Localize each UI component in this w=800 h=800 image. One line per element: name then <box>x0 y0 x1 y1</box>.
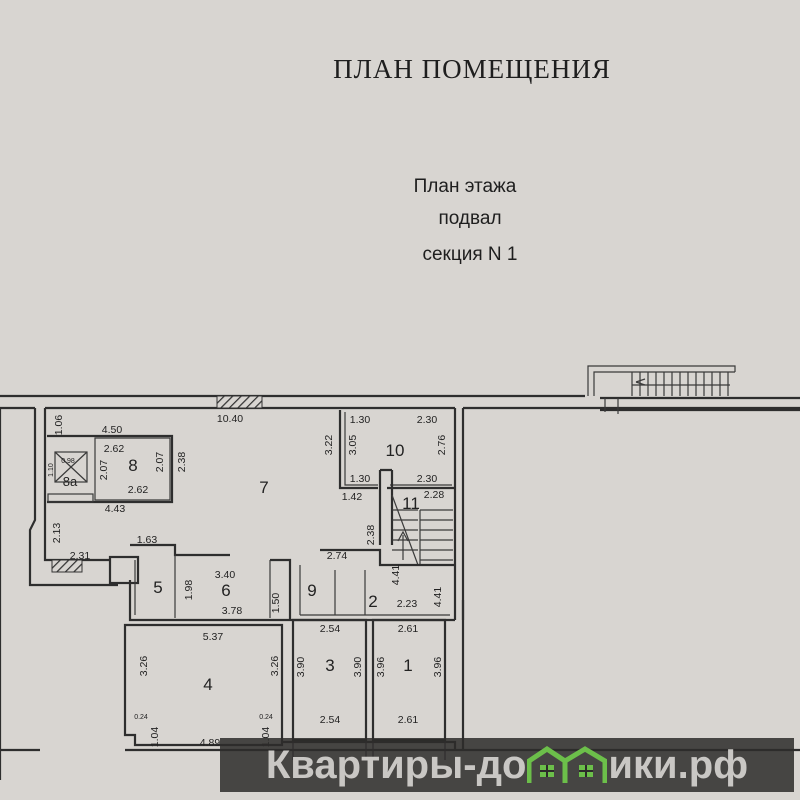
plan-title: ПЛАН ПОМЕЩЕНИЯ <box>333 54 611 84</box>
room-6-label: 6 <box>221 581 230 600</box>
subtitle-basement: подвал <box>438 208 501 229</box>
dimension: 3.40 <box>215 569 236 581</box>
dimension: 3.90 <box>295 657 307 678</box>
dimension: 2.62 <box>128 484 149 496</box>
dimension: 3.78 <box>222 605 243 617</box>
dimension: 1.04 <box>149 727 161 748</box>
room-8a-label: 8а <box>63 474 78 489</box>
dimension: 3.96 <box>432 657 444 678</box>
watermark-banner: Квартиры-до ики.рф <box>220 738 794 792</box>
room-3-label: 3 <box>325 656 334 675</box>
room-10-label: 10 <box>386 441 405 460</box>
dimension: 5.37 <box>203 631 224 643</box>
dimension: 3.26 <box>138 656 150 677</box>
dimension: 4.43 <box>105 503 126 515</box>
dimension: 3.05 <box>347 435 359 456</box>
watermark-text-end: ики.рф <box>608 742 749 787</box>
room-11-label: 11 <box>402 494 420 513</box>
dimension: 2.30 <box>417 473 438 485</box>
dimension: 2.62 <box>104 443 125 455</box>
dimension: 1.10 <box>48 463 55 477</box>
room-8-label: 8 <box>128 456 137 475</box>
dimension: 2.38 <box>365 525 377 546</box>
dimension: 1.06 <box>53 415 65 436</box>
dimension: 0.98 <box>61 458 75 465</box>
dimension: 1.98 <box>183 580 195 601</box>
dimension: 4.50 <box>102 424 123 436</box>
dimension: 2.74 <box>327 550 348 562</box>
dimension: 2.61 <box>398 623 419 635</box>
dimension: 4.41 <box>432 587 444 608</box>
dimension: 1.63 <box>137 534 158 546</box>
dimension: 0.24 <box>134 714 148 721</box>
dimension: 3.22 <box>323 435 335 456</box>
dimension: 1.30 <box>350 473 371 485</box>
dimension: 10.40 <box>217 413 243 425</box>
dimension: 4.41 <box>390 565 402 586</box>
dimension: 2.38 <box>176 452 188 473</box>
dimension: 1.42 <box>342 491 363 503</box>
dimension: 2.13 <box>51 523 63 544</box>
room-4-label: 4 <box>203 675 212 694</box>
subtitle-floor-plan: План этажа <box>414 176 517 197</box>
dimension: 2.54 <box>320 623 341 635</box>
dimension: 2.07 <box>98 460 110 481</box>
room-2-label: 2 <box>368 592 377 611</box>
dimension: 4.89 <box>200 737 221 749</box>
dimension: 2.61 <box>398 714 419 726</box>
room-5-label: 5 <box>153 578 162 597</box>
dimension: 3.26 <box>269 656 281 677</box>
houses-logo-icon <box>527 745 608 783</box>
dimension: 3.90 <box>352 657 364 678</box>
dimension: 3.96 <box>375 657 387 678</box>
dimension: 2.07 <box>154 452 166 473</box>
dimension: 1.30 <box>350 414 371 426</box>
dimension: 0.24 <box>259 714 273 721</box>
dimension: 2.23 <box>397 598 418 610</box>
room-1-label: 1 <box>403 656 412 675</box>
room-9-label: 9 <box>307 581 316 600</box>
dimension: 2.30 <box>417 414 438 426</box>
room-numbers: 8 8а 7 10 11 5 6 9 2 4 3 1 <box>63 441 420 694</box>
dimension: 2.28 <box>424 489 445 501</box>
dimensions: 1.06 10.40 4.50 2.62 2.07 2.38 2.07 0.98… <box>48 413 448 749</box>
dimension: 2.76 <box>436 435 448 456</box>
dimension: 1.50 <box>270 593 282 614</box>
watermark-text-start: Квартиры-до <box>265 742 527 787</box>
room-7-label: 7 <box>259 478 268 497</box>
dimension: 2.54 <box>320 714 341 726</box>
subtitle-section: секция N 1 <box>422 244 517 265</box>
dimension: 2.31 <box>70 550 91 562</box>
